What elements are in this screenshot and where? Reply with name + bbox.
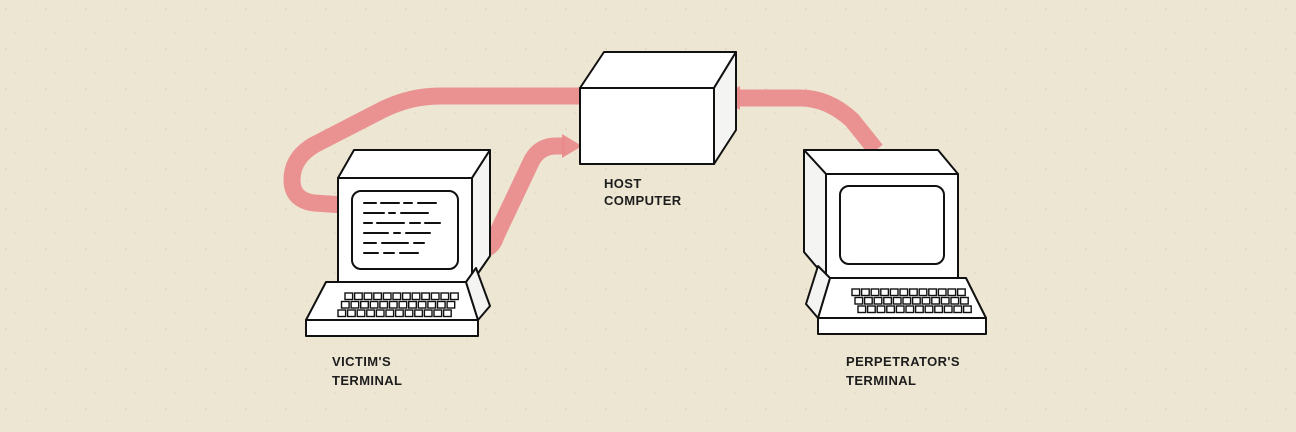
perpetrator-terminal-label-line2: TERMINAL: [846, 373, 916, 388]
host-computer-label-line1: HOST: [604, 176, 642, 191]
perpetrator-monitor-top: [803, 149, 959, 175]
keyboard-key: [883, 296, 893, 305]
keyboard-key: [895, 305, 905, 314]
victim-screen: [351, 190, 459, 270]
keyboard-key: [408, 300, 418, 309]
keyboard-key: [430, 292, 440, 301]
keyboard-key: [880, 288, 890, 297]
keyboard-key: [886, 305, 896, 314]
keyboard-key: [857, 305, 867, 314]
host-computer-label-line2: COMPUTER: [604, 193, 682, 208]
keyboard-key: [928, 288, 938, 297]
keyboard-key: [931, 296, 941, 305]
keyboard-key: [340, 300, 350, 309]
keyboard-key: [417, 300, 427, 309]
keyboard-key: [902, 296, 912, 305]
keyboard-key: [392, 292, 402, 301]
keyboard-key: [385, 309, 395, 318]
keyboard-key: [440, 292, 450, 301]
keyboard-key: [346, 309, 356, 318]
keyboard-key: [366, 309, 376, 318]
keyboard-key: [889, 288, 899, 297]
keyboard-key: [962, 305, 972, 314]
keyboard-key: [363, 292, 373, 301]
keyboard-key: [921, 296, 931, 305]
victim-monitor-top: [337, 149, 491, 179]
keyboard-key: [911, 296, 921, 305]
host-computer: [579, 51, 737, 165]
victim-terminal-label-line2: TERMINAL: [332, 373, 402, 388]
perpetrator-keyboard-side: [805, 265, 831, 319]
keyboard-key: [914, 305, 924, 314]
keyboard-key: [350, 300, 360, 309]
arrow-host-to-victim: [283, 87, 580, 214]
keyboard-key: [937, 288, 947, 297]
keyboard-key: [873, 296, 883, 305]
arrow-perpetrator-to-host: [738, 89, 883, 156]
keyboard-key: [950, 296, 960, 305]
victim-keyboard-side: [465, 267, 491, 321]
keyboard-key: [876, 305, 886, 314]
victim-terminal: [305, 149, 491, 337]
keyboard-key: [360, 300, 370, 309]
victim-terminal-label-line1: VICTIM'S: [332, 354, 391, 369]
keyboard-key: [449, 292, 459, 301]
keyboard-key: [388, 300, 398, 309]
keyboard-key: [414, 309, 424, 318]
victim-keyboard-front-edge: [305, 319, 479, 337]
keyboard-key: [423, 309, 433, 318]
keyboard-key: [404, 309, 414, 318]
keyboard-key: [940, 296, 950, 305]
keyboard-key: [379, 300, 389, 309]
keyboard-key: [863, 296, 873, 305]
keyboard-key: [427, 300, 437, 309]
keyboard-key: [860, 288, 870, 297]
host-computer-front: [579, 87, 715, 165]
arrowhead-into-host-left: [562, 134, 582, 158]
keyboard-key: [446, 300, 456, 309]
keyboard-key: [436, 300, 446, 309]
keyboard-key: [947, 288, 957, 297]
keyboard-key: [373, 292, 383, 301]
keyboard-key: [934, 305, 944, 314]
perpetrator-terminal-label-line1: PERPETRATOR'S: [846, 354, 960, 369]
keyboard-key: [442, 309, 452, 318]
keyboard-key: [905, 305, 915, 314]
perpetrator-terminal: [803, 149, 987, 335]
keyboard-key: [908, 288, 918, 297]
keyboard-key: [337, 309, 347, 318]
keyboard-key: [956, 288, 966, 297]
keyboard-key: [851, 288, 861, 297]
perpetrator-keyboard-keys: [851, 288, 972, 314]
keyboard-key: [369, 300, 379, 309]
keyboard-key: [421, 292, 431, 301]
keyboard-key: [953, 305, 963, 314]
keyboard-key: [959, 296, 969, 305]
perpetrator-keyboard-front-edge: [817, 317, 987, 335]
keyboard-key: [918, 288, 928, 297]
keyboard-key: [382, 292, 392, 301]
keyboard-key: [924, 305, 934, 314]
keyboard-key: [401, 292, 411, 301]
keyboard-key: [398, 300, 408, 309]
keyboard-key: [892, 296, 902, 305]
keyboard-key: [394, 309, 404, 318]
keyboard-key: [356, 309, 366, 318]
keyboard-key: [375, 309, 385, 318]
keyboard-key: [854, 296, 864, 305]
host-computer-top: [579, 51, 737, 89]
keyboard-key: [353, 292, 363, 301]
perpetrator-screen: [839, 185, 945, 265]
keyboard-key: [943, 305, 953, 314]
keyboard-key: [866, 305, 876, 314]
keyboard-key: [344, 292, 354, 301]
keyboard-key: [899, 288, 909, 297]
keyboard-key: [411, 292, 421, 301]
keyboard-key: [870, 288, 880, 297]
victim-keyboard-keys: [337, 292, 459, 318]
victim-screen-text-lines: [363, 202, 441, 254]
keyboard-key: [433, 309, 443, 318]
